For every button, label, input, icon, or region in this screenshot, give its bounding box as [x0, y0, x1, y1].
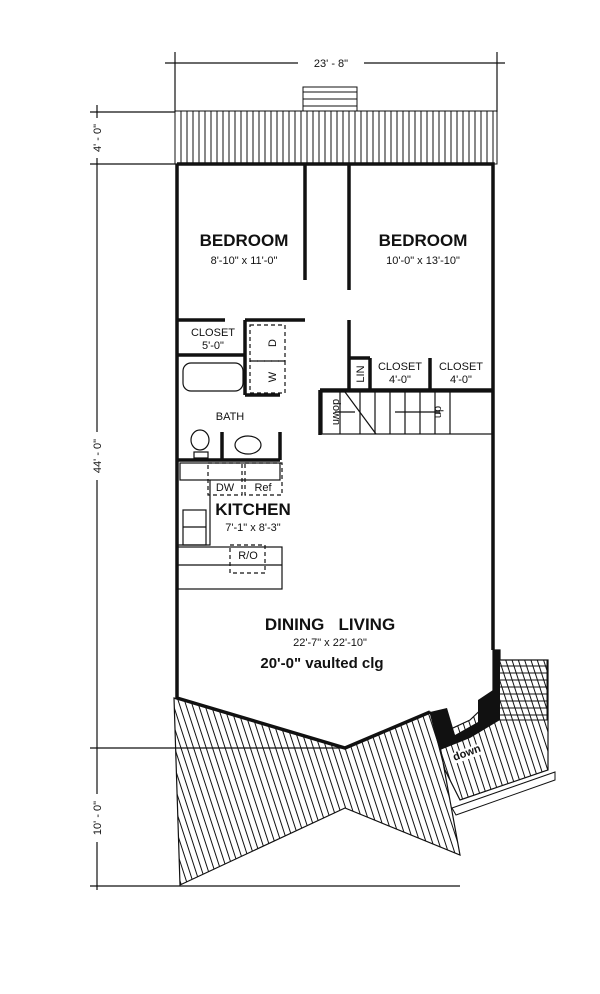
bedroom1-label: BEDROOM: [200, 231, 289, 250]
bedroom1-size: 8'-10" x 11'-0": [211, 255, 278, 267]
dimension-bottom-deck: 10' - 0": [92, 801, 104, 835]
living-label: DINING LIVING: [265, 615, 395, 634]
kitchen-label: KITCHEN: [215, 500, 291, 519]
fixtures: [176, 324, 493, 590]
dryer-label: D: [267, 339, 279, 347]
dimension-top-deck: 4' - 0": [92, 124, 104, 152]
bottom-deck: [173, 649, 556, 886]
closet2-label: CLOSET: [378, 361, 422, 373]
kitchen-size: 7'-1" x 8'-3": [225, 522, 281, 534]
linen-label: LIN: [355, 365, 367, 382]
interior-stairs: [321, 391, 493, 435]
ceiling-note: 20'-0" vaulted clg: [260, 655, 383, 672]
refrigerator-label: Ref: [254, 482, 272, 494]
closet1-size: 5'-0": [202, 340, 224, 352]
closet2-size: 4'-0": [389, 374, 411, 386]
closet3-size: 4'-0": [450, 374, 472, 386]
closet1-label: CLOSET: [191, 327, 235, 339]
dimension-width: 23' - 8": [314, 58, 348, 70]
bedroom2-label: BEDROOM: [379, 231, 468, 250]
top-deck: [174, 86, 498, 165]
closet3-label: CLOSET: [439, 361, 483, 373]
bath-label: BATH: [216, 411, 245, 423]
living-size: 22'-7" x 22'-10": [293, 637, 367, 649]
dishwasher-label: DW: [216, 482, 235, 494]
walls: [175, 162, 495, 750]
stairs-down-label: down: [330, 399, 342, 425]
dimension-length: 44' - 0": [92, 439, 104, 473]
range-label: R/O: [238, 550, 258, 562]
washer-label: W: [267, 371, 279, 382]
bedroom2-size: 10'-0" x 13'-10": [386, 255, 460, 267]
stairs-up-label: up: [432, 406, 444, 418]
